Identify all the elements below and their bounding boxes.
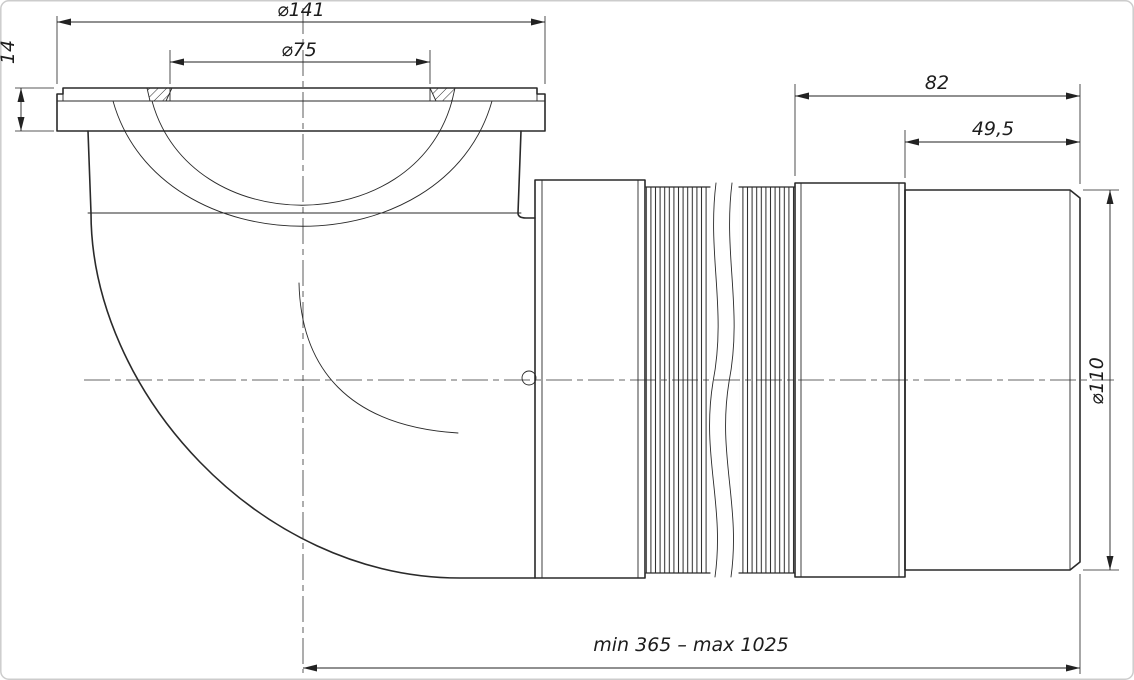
elbow-inner-bore-arc (298, 282, 459, 434)
locating-hole (521, 370, 537, 386)
dimension-flange-od: ⌀141 (56, 0, 546, 84)
dimension-inlet-id: ⌀75 (169, 39, 431, 84)
dimension-outlet-length: 82 (794, 72, 1081, 184)
bellows-section-1 (645, 186, 711, 574)
flange (56, 87, 546, 132)
dim-label-flange-height: 14 (0, 40, 19, 64)
bellows-section-2 (738, 186, 796, 574)
break-symbol (709, 182, 735, 578)
dim-label-overall-length: min 365 – max 1025 (593, 634, 789, 656)
dim-label-inlet-id: ⌀75 (281, 39, 317, 61)
dim-label-flange-od: ⌀141 (277, 0, 325, 21)
dimension-outlet-od: ⌀110 (1083, 189, 1119, 571)
inlet-collar (534, 179, 646, 579)
dimension-overall-length: min 365 – max 1025 (303, 574, 1081, 674)
dim-label-outlet-od: ⌀110 (1086, 357, 1108, 405)
dim-label-spigot-length: 49,5 (972, 118, 1014, 140)
dim-label-outlet-length: 82 (925, 72, 949, 94)
elbow-body (87, 130, 536, 579)
rubber-seal (112, 87, 493, 227)
outlet-spigot (904, 189, 1081, 571)
seal-section-left (146, 87, 173, 102)
seal-section-right (429, 87, 456, 102)
seal-bowl-outer-arc (112, 100, 493, 227)
dimension-spigot-length: 49,5 (904, 118, 1080, 178)
dimension-flange-height: 14 (0, 40, 54, 132)
seal-bowl-inner-arc (151, 100, 453, 206)
